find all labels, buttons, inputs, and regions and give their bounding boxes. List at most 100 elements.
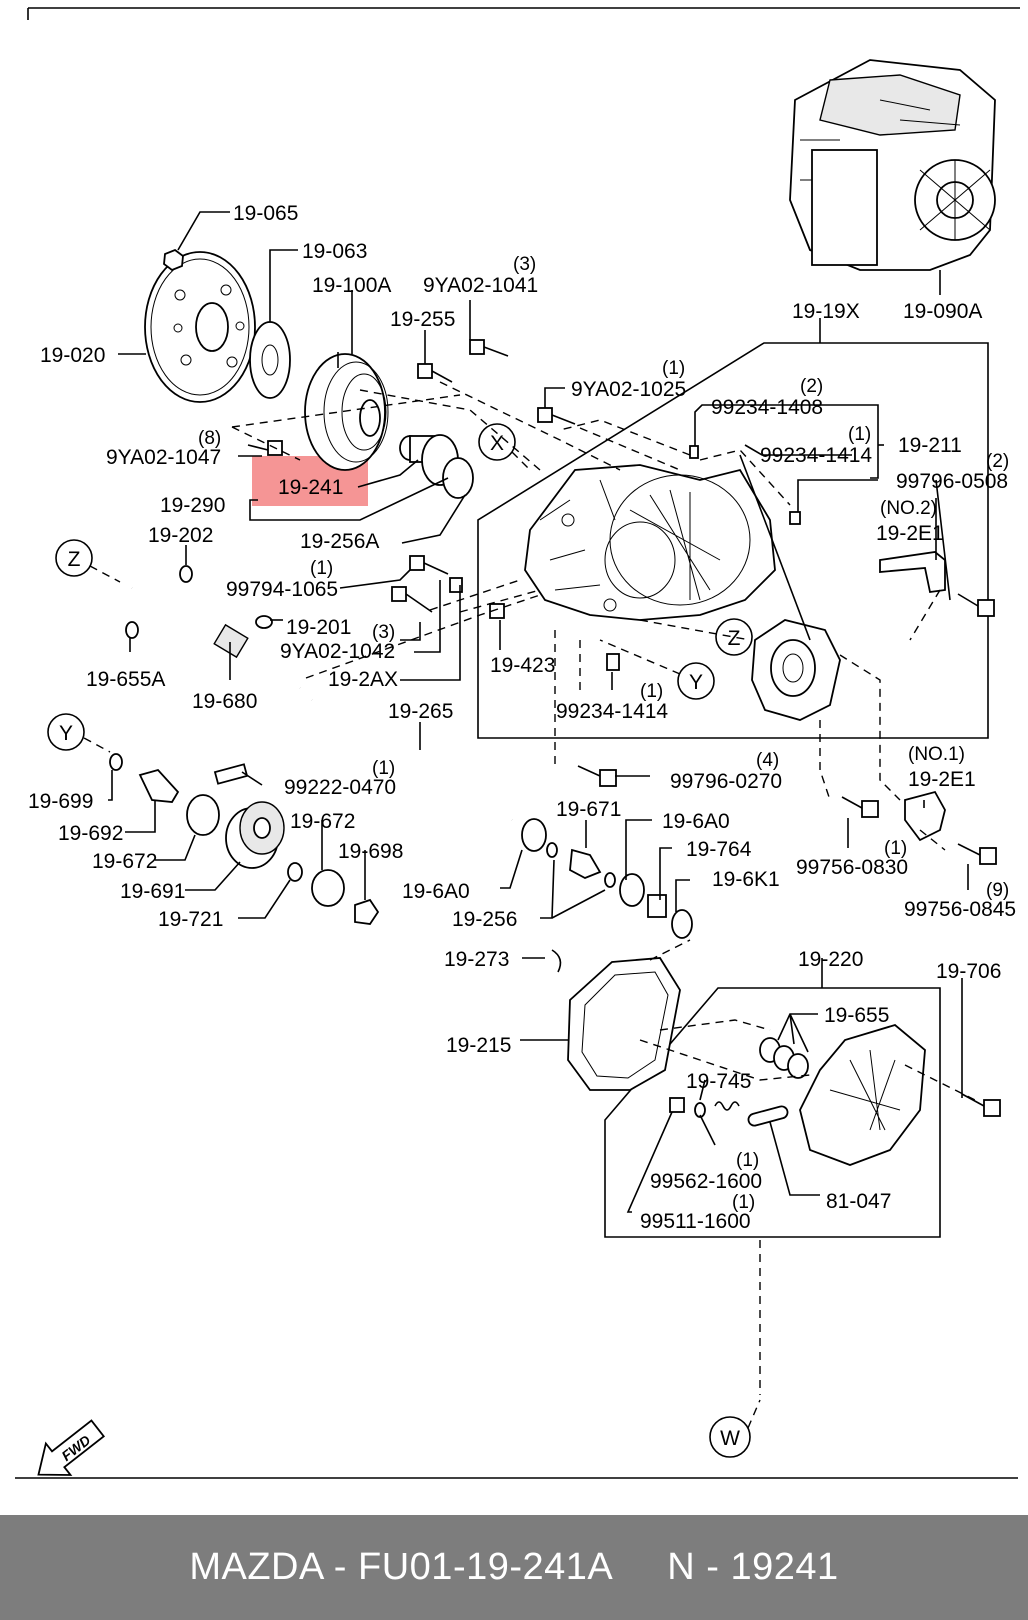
svg-text:Y: Y bbox=[59, 722, 73, 745]
label-19-655: 19-655 bbox=[824, 1004, 889, 1027]
cover-group-box bbox=[604, 987, 941, 1238]
label-99796-0508: 99796-0508 bbox=[896, 470, 1008, 493]
label-19-290: 19-290 bbox=[160, 494, 225, 517]
qty-99222-0470: (1) bbox=[372, 758, 395, 779]
seals-19-655 bbox=[759, 1037, 809, 1079]
bearing-19-6a0-b bbox=[619, 873, 645, 907]
ring-19-256-a bbox=[546, 842, 558, 858]
leader-lines bbox=[108, 211, 969, 1213]
label-9YA02-1042: 9YA02-1042 bbox=[280, 640, 395, 663]
shaft-19-692 bbox=[138, 768, 180, 803]
bracket-19-2ax bbox=[449, 577, 463, 593]
oem-part-number: MAZDA - FU01-19-241A bbox=[189, 1546, 614, 1588]
callout-z-right: Z bbox=[715, 618, 753, 656]
qty-99511-1600: (1) bbox=[732, 1192, 755, 1213]
svg-text:Z: Z bbox=[728, 627, 741, 650]
qty-99234-1414-a: (1) bbox=[848, 424, 871, 445]
ring-19-256-b bbox=[604, 872, 616, 888]
label-19-090A: 19-090A bbox=[903, 300, 982, 323]
part-number-banner: MAZDA - FU01-19-241A N - 19241 bbox=[0, 1515, 1028, 1620]
label-19-672-b: 19-672 bbox=[92, 850, 157, 873]
guide-lines bbox=[231, 381, 976, 1395]
pin-99234-1414 bbox=[606, 653, 620, 671]
label-19-201: 19-201 bbox=[286, 616, 351, 639]
oring-19-721 bbox=[287, 862, 303, 882]
label-19-6A0-b: 19-6A0 bbox=[402, 880, 470, 903]
seal-19-672 bbox=[186, 794, 220, 836]
catalog-number: N - 19241 bbox=[667, 1546, 839, 1588]
label-19-6K1: 19-6K1 bbox=[712, 868, 780, 891]
label-19-220: 19-220 bbox=[798, 948, 863, 971]
qty-99756-0845: (9) bbox=[986, 880, 1009, 901]
qty-9YA02-1042: (3) bbox=[372, 622, 395, 643]
qty-99234-1414-b: (1) bbox=[640, 681, 663, 702]
pin-19-423 bbox=[489, 603, 505, 619]
spring-19-745 bbox=[714, 1101, 740, 1111]
pin-99234-1414-upper bbox=[789, 511, 801, 525]
exploded-parts-diagram: X Z Z Y Y W FWD 19-065 19-063 19-100A 9Y… bbox=[15, 7, 1020, 1479]
qty-9YA02-1025: (1) bbox=[662, 358, 685, 379]
label-no2: (NO.2) bbox=[880, 498, 937, 519]
label-19-655A: 19-655A bbox=[86, 668, 165, 691]
label-19-211: 19-211 bbox=[898, 434, 962, 457]
label-19-745: 19-745 bbox=[686, 1070, 751, 1093]
label-9YA02-1047: 9YA02-1047 bbox=[106, 446, 221, 469]
label-19-19X: 19-19X bbox=[792, 300, 860, 323]
callout-w: W bbox=[709, 1399, 761, 1458]
plug-99511-1600 bbox=[669, 1097, 685, 1113]
bearing-housing bbox=[751, 619, 841, 721]
label-19-256: 19-256 bbox=[452, 908, 517, 931]
label-19-692: 19-692 bbox=[58, 822, 123, 845]
label-81-047: 81-047 bbox=[826, 1190, 891, 1213]
shim-19-6k1 bbox=[671, 909, 693, 939]
label-19-706: 19-706 bbox=[936, 960, 1001, 983]
callout-y-left: Y bbox=[47, 713, 111, 753]
label-19-215: 19-215 bbox=[446, 1034, 511, 1057]
label-99234-1414-b: 99234-1414 bbox=[556, 700, 668, 723]
plate-19-063 bbox=[249, 321, 291, 399]
end-cover-19-220 bbox=[799, 1023, 926, 1166]
bolt-99756-0845 bbox=[957, 843, 997, 865]
qty-99756-0830: (1) bbox=[884, 838, 907, 859]
qty-99796-0508: (2) bbox=[986, 451, 1009, 472]
label-99234-1414-a: 99234-1414 bbox=[760, 444, 872, 467]
label-19-698: 19-698 bbox=[338, 840, 403, 863]
bolt-9ya02-1025 bbox=[537, 407, 576, 425]
torque-converter bbox=[304, 352, 389, 471]
label-19-699: 19-699 bbox=[28, 790, 93, 813]
label-19-255: 19-255 bbox=[390, 308, 455, 331]
washer-99562-1600 bbox=[694, 1102, 706, 1118]
label-19-063: 19-063 bbox=[302, 240, 367, 263]
oring-19-202 bbox=[179, 565, 193, 583]
label-19-721: 19-721 bbox=[158, 908, 223, 931]
callout-z-left: Z bbox=[55, 539, 121, 583]
label-19-065: 19-065 bbox=[233, 202, 298, 225]
case-group-box bbox=[477, 342, 989, 739]
label-19-764: 19-764 bbox=[686, 838, 752, 861]
drive-plate bbox=[144, 251, 256, 403]
oring-19-699 bbox=[109, 753, 123, 771]
label-19-2E1-no1: 19-2E1 bbox=[908, 768, 976, 791]
nut-19-698 bbox=[354, 898, 380, 925]
bolt-99796-0508 bbox=[957, 593, 995, 617]
label-19-691: 19-691 bbox=[120, 880, 185, 903]
part-labels: 19-065 19-063 19-100A 9YA02-1041 (3) 19-… bbox=[28, 202, 1016, 1233]
label-99756-0845: 99756-0845 bbox=[904, 898, 1016, 921]
label-19-202: 19-202 bbox=[148, 524, 213, 547]
label-99222-0470: 99222-0470 bbox=[284, 776, 396, 799]
bolt-99756-0830 bbox=[841, 796, 879, 818]
callout-y-right: Y bbox=[599, 639, 715, 700]
spacer-19-764 bbox=[647, 894, 667, 918]
oil-pump-19-241 bbox=[399, 434, 474, 499]
label-99756-0830: 99756-0830 bbox=[796, 856, 908, 879]
svg-text:Z: Z bbox=[68, 548, 81, 571]
label-19-2AX: 19-2AX bbox=[328, 668, 398, 691]
oring-19-201 bbox=[255, 615, 273, 629]
label-99511-1600: 99511-1600 bbox=[640, 1210, 751, 1233]
svg-text:W: W bbox=[720, 1427, 740, 1450]
pin-99222-0470 bbox=[213, 763, 249, 785]
transaxle-assembly bbox=[789, 59, 996, 271]
label-19-672-a: 19-672 bbox=[290, 810, 355, 833]
label-19-680: 19-680 bbox=[192, 690, 257, 713]
gasket-19-215 bbox=[567, 957, 681, 1091]
